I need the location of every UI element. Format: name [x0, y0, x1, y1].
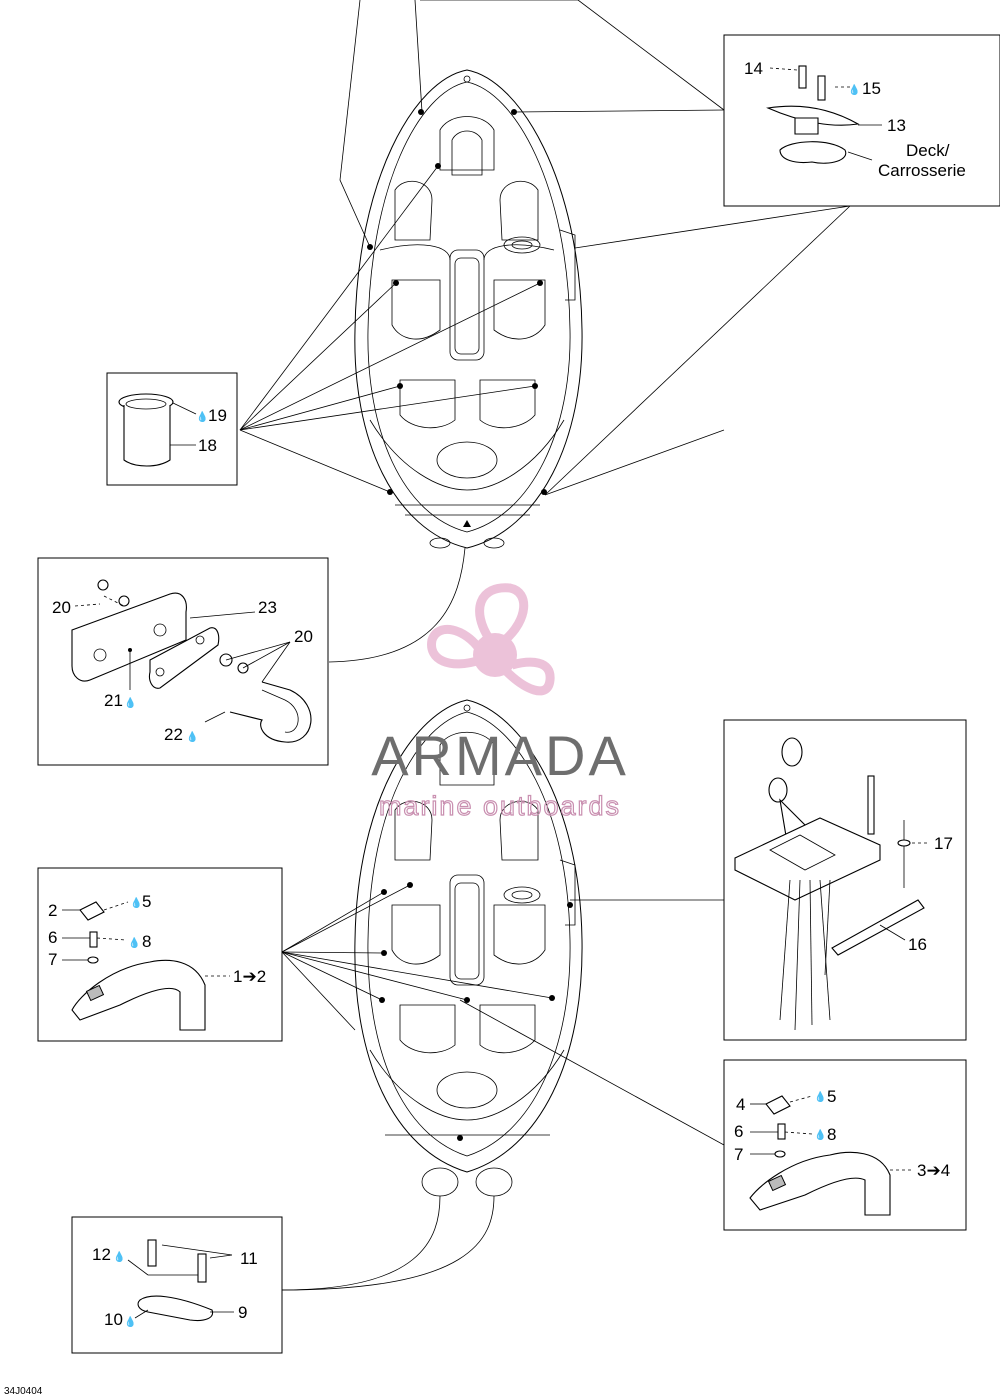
drop-icon-12: 💧 [113, 1250, 125, 1263]
label-11: 11 [240, 1249, 258, 1268]
label-23: 23 [258, 598, 277, 617]
label-22: 22 [164, 725, 183, 744]
drop-icon-10: 💧 [124, 1315, 136, 1328]
armada-watermark: ARMADA marine outboards [371, 583, 629, 822]
drop-icon-8: 💧 [128, 936, 140, 949]
drop-icon-21: 💧 [124, 696, 136, 709]
label-21: 21 [104, 691, 123, 710]
label-20-right: 20 [294, 627, 313, 646]
label-17: 17 [934, 834, 953, 853]
label-3-4: 3➔4 [917, 1161, 950, 1180]
label-15: 15 [862, 79, 881, 98]
callout-box-steering: 17 16 [723, 719, 967, 1041]
upper-deck-drawing [354, 69, 583, 549]
drop-icon-22: 💧 [186, 730, 198, 743]
label-4: 4 [736, 1095, 745, 1114]
label-deck-line2: Carrosserie [878, 161, 966, 180]
label-12: 12 [92, 1245, 111, 1264]
label-14: 14 [744, 59, 763, 78]
callout-box-rear-handle: 4 💧 5 6 💧 8 7 3➔4 [723, 1059, 967, 1231]
lower-deck-drawing [354, 699, 583, 1197]
label-9: 9 [238, 1303, 247, 1322]
propeller-logo [427, 583, 555, 696]
callout-box-front-handle: 2 💧 5 6 💧 8 7 1➔2 [37, 867, 283, 1042]
drop-icon-19: 💧 [196, 410, 208, 423]
label-18: 18 [198, 436, 217, 455]
label-5-right: 5 [827, 1087, 836, 1106]
watermark-title: ARMADA [371, 724, 629, 787]
callout-box-tow-eye: 20 23 20 21 💧 22 💧 [37, 557, 329, 766]
label-16: 16 [908, 935, 927, 954]
label-10: 10 [104, 1310, 123, 1329]
callout-box-rear-cleat: 12 💧 11 9 10 💧 [71, 1216, 283, 1354]
callout-box-cleat: 14 💧 15 13 Deck/ Carrosserie [723, 34, 1000, 207]
label-1-2: 1➔2 [233, 967, 266, 986]
label-20-left: 20 [52, 598, 71, 617]
label-7-left: 7 [48, 950, 57, 969]
label-13: 13 [887, 116, 906, 135]
label-5-left: 5 [142, 892, 151, 911]
label-6-left: 6 [48, 928, 57, 947]
label-2: 2 [48, 901, 57, 920]
drop-icon-8b: 💧 [814, 1128, 826, 1141]
drawing-code: 34J0404 [4, 1386, 43, 1397]
watermark-subtitle: marine outboards [379, 791, 621, 821]
label-6-right: 6 [734, 1122, 743, 1141]
label-8-left: 8 [142, 932, 151, 951]
label-8-right: 8 [827, 1125, 836, 1144]
label-19: 19 [208, 406, 227, 425]
drop-icon-5: 💧 [130, 896, 142, 909]
label-7-right: 7 [734, 1145, 743, 1164]
leader-lines [239, 0, 851, 1291]
drop-icon-15: 💧 [848, 83, 860, 96]
drop-icon-5b: 💧 [814, 1090, 826, 1103]
callout-box-cupholder: 💧 19 18 [106, 372, 238, 486]
label-deck-line1: Deck/ [906, 141, 950, 160]
